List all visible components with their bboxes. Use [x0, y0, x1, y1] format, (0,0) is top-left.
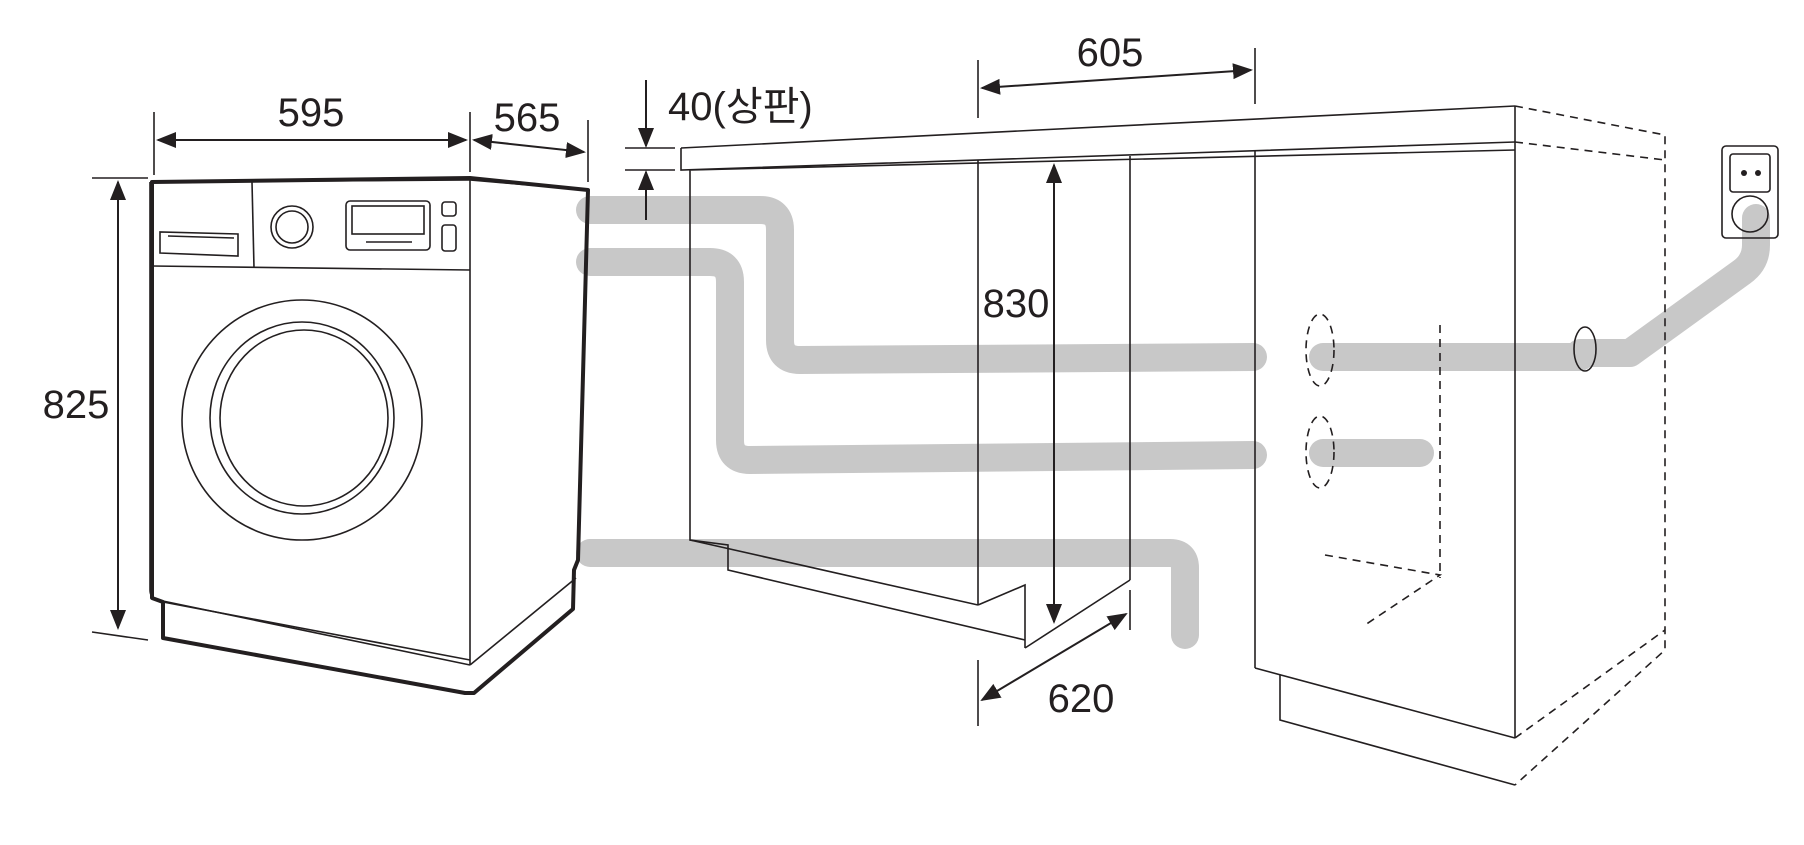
washer-side-bottom-edge [469, 577, 577, 666]
wall-penetration [1573, 326, 1597, 372]
program-dial [270, 205, 314, 249]
cabinet-bottom-line [689, 539, 979, 606]
outlet-pin-left [1741, 170, 1747, 176]
power-button [441, 224, 457, 252]
dimension-lines [91, 48, 1256, 726]
dimension-labels: 595 565 40(상판) 825 605 830 620 [40, 31, 1143, 721]
start-button [441, 201, 457, 217]
panel-separator [251, 181, 255, 269]
right-unit-bottom [1254, 667, 1516, 739]
washing-machine [149, 176, 590, 695]
display-panel [345, 200, 431, 251]
outlet-pin-right [1755, 170, 1761, 176]
control-panel-divider [151, 265, 471, 271]
water-inlet-hose [576, 248, 1267, 474]
outlet-plug [1731, 195, 1769, 233]
label-bg-830 [984, 280, 1048, 328]
dim-565-arrow [472, 133, 586, 159]
detergent-drawer [159, 231, 239, 257]
hidden-top-back [1514, 141, 1666, 161]
cabinet-depth-label: 620 [1048, 677, 1115, 721]
drawer-handle [167, 235, 235, 239]
washer-depth-label: 565 [494, 96, 561, 140]
washer-door-outer [181, 299, 423, 541]
hidden-inner-floor [1324, 554, 1443, 626]
washer-width-label: 595 [278, 91, 345, 135]
drain-pipe [576, 539, 1199, 649]
program-dial-inner [275, 210, 309, 244]
drain-hose [576, 196, 1267, 374]
power-outlet [1721, 145, 1779, 239]
label-bg-825 [40, 380, 108, 428]
kick-plate-line [162, 601, 471, 661]
dim-825-ext-bottom [91, 631, 149, 641]
countertop-front-edge [680, 141, 1516, 171]
dim-605-arrow [980, 63, 1253, 95]
washer-top-side-edge [469, 179, 589, 191]
right-unit-plinth [1279, 675, 1516, 786]
wall-hole-upper [1305, 313, 1335, 387]
cabinet-left-panel [689, 170, 1026, 641]
cabinet-width-label: 605 [1077, 31, 1144, 75]
countertop-lower-line [690, 149, 1516, 171]
hoses [576, 196, 1770, 649]
washer-door-glass [219, 329, 389, 507]
cabinet-height-label: 830 [983, 282, 1050, 326]
display-screen [351, 205, 425, 235]
countertop-top-surface [680, 105, 1516, 149]
power-outlet-icon [1721, 145, 1779, 239]
power-cord [1566, 204, 1770, 367]
hidden-bottom-back [1514, 629, 1666, 739]
label-bg-595 [280, 88, 360, 132]
hidden-back-frame [1514, 105, 1666, 786]
washer-door-ring [209, 321, 395, 515]
outlet-socket-top [1729, 153, 1771, 193]
wall-hole-lower [1305, 415, 1335, 489]
washer-height-label: 825 [43, 383, 110, 427]
dim-620-arrow [980, 612, 1128, 702]
cabinet-side-bottom [1024, 579, 1131, 649]
countertop-thickness-label: 40(상판) [668, 85, 813, 129]
